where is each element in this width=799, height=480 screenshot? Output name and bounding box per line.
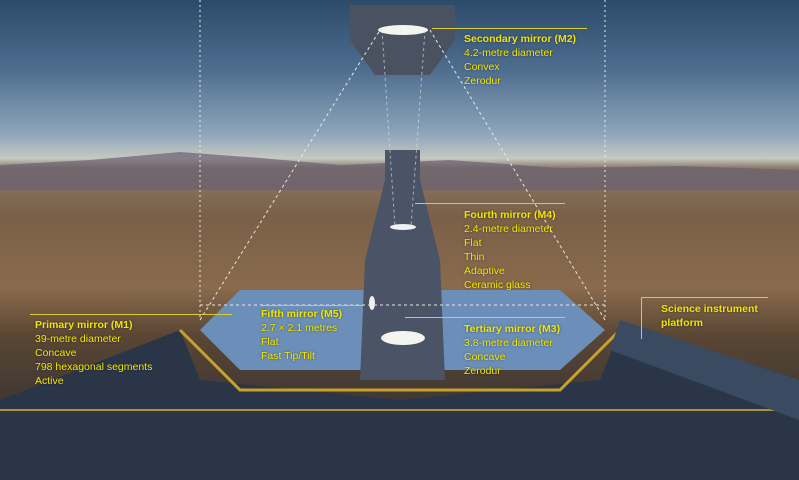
leader-line [30, 314, 232, 315]
label-tertiary-mirror: Tertiary mirror (M3) 3.8-metre diameter … [464, 322, 560, 378]
light-path [381, 29, 426, 228]
m5-mirror [369, 296, 375, 310]
label-line: Flat [261, 336, 279, 348]
leader-line [415, 203, 565, 204]
label-line: 4.2-metre diameter [464, 47, 553, 59]
central-tower [360, 150, 445, 380]
label-title: Science instrument platform [661, 303, 758, 329]
label-line: Zerodur [464, 75, 501, 87]
leader-line [641, 297, 768, 298]
label-line: Thin [464, 251, 485, 263]
light-path [199, 29, 606, 321]
label-line: Concave [464, 351, 506, 363]
leader-line [641, 297, 642, 339]
label-line: Ceramic glass [464, 279, 531, 291]
railing [178, 328, 622, 392]
light-path [199, 0, 606, 320]
label-title: Tertiary mirror (M3) [464, 323, 561, 335]
leader-line [432, 28, 587, 29]
platform-deck [610, 320, 799, 420]
label-line: Active [35, 375, 64, 387]
label-title: Fourth mirror (M4) [464, 209, 556, 221]
structure-base [0, 330, 799, 480]
label-fourth-mirror: Fourth mirror (M4) 2.4-metre diameter Fl… [464, 208, 556, 292]
m4-mirror [390, 224, 416, 230]
label-line: 2.4-metre diameter [464, 223, 553, 235]
m3-mirror [381, 331, 425, 345]
label-line: 798 hexagonal segments [35, 361, 153, 373]
label-line: Zerodur [464, 365, 501, 377]
m2-mirror [378, 25, 428, 35]
label-primary-mirror: Primary mirror (M1) 39-metre diameter Co… [35, 318, 152, 388]
label-line: Concave [35, 347, 77, 359]
label-title: Secondary mirror (M2) [464, 33, 577, 45]
label-title: Primary mirror (M1) [35, 319, 133, 331]
m2-cell [350, 5, 455, 75]
leader-line [405, 317, 565, 318]
label-line: Adaptive [464, 265, 505, 277]
leader-line [262, 305, 362, 306]
label-science-platform: Science instrument platform [661, 302, 781, 330]
label-line: 2.7 × 2.1 metres [261, 322, 338, 334]
label-line: 3.8-metre diameter [464, 337, 553, 349]
label-fifth-mirror: Fifth mirror (M5) 2.7 × 2.1 metres Flat … [261, 307, 342, 363]
label-line: 39-metre diameter [35, 333, 121, 345]
label-title: Fifth mirror (M5) [261, 308, 343, 320]
label-line: Convex [464, 61, 500, 73]
label-line: Flat [464, 237, 482, 249]
label-line: Fast Tip/Tilt [261, 350, 315, 362]
label-secondary-mirror: Secondary mirror (M2) 4.2-metre diameter… [464, 32, 576, 88]
